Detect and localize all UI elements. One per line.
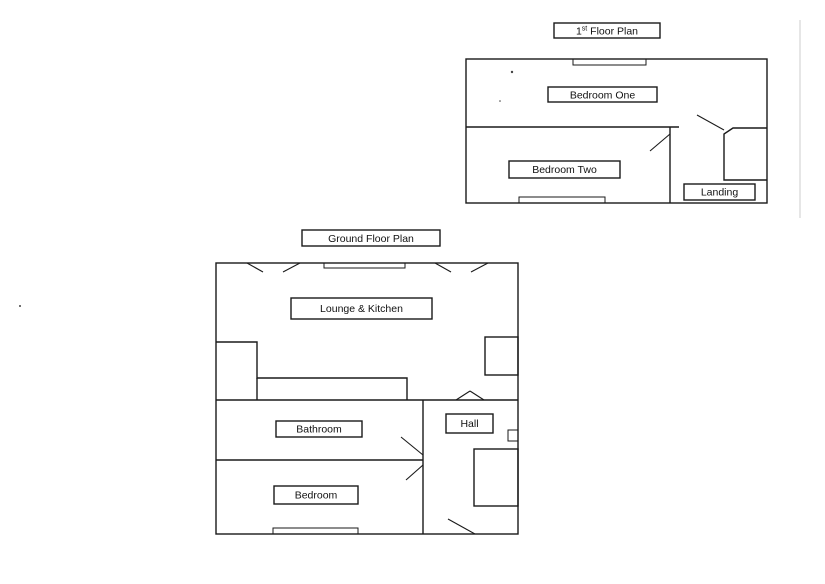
- landing-label-box: [683, 183, 756, 201]
- lounge-kitchen-label-box: [290, 297, 433, 320]
- bathroom-label-box: [275, 420, 363, 438]
- speck: [19, 305, 21, 307]
- bedroom-one-label-box: [547, 86, 658, 103]
- first-floor-title-box: [553, 22, 661, 39]
- hall-label: Hall: [460, 418, 478, 430]
- front-door-swing-right: [282, 262, 301, 273]
- lounge-kitchen-label: Lounge & Kitchen: [320, 303, 403, 315]
- first-floor-plan: 1st Floor Plan Bedroom One Bedroom Two L…: [465, 22, 768, 204]
- rear-door-swing-left: [434, 262, 452, 273]
- bathroom-label: Bathroom: [296, 424, 342, 436]
- bedroom-window: [272, 527, 359, 535]
- hall-door-swing-left: [455, 390, 471, 401]
- bedroom-label: Bedroom: [295, 490, 338, 502]
- bedroom-two-label-box: [508, 160, 621, 179]
- speck: [499, 100, 501, 102]
- landing-label: Landing: [701, 187, 739, 199]
- bedroom-one-window: [572, 58, 647, 66]
- hall-label-box: [445, 413, 494, 434]
- bedroom-door: [405, 464, 424, 481]
- front-door-swing-left: [246, 262, 264, 273]
- hall-door-swing-right: [469, 390, 485, 401]
- bathroom-door: [400, 436, 424, 456]
- speck: [510, 70, 514, 74]
- bedroom-two-door: [649, 133, 671, 152]
- hall-meter-cupboard: [507, 429, 519, 442]
- stairwell: [723, 127, 767, 181]
- bedroom-one-label: Bedroom One: [570, 90, 636, 102]
- hall-entrance-door: [447, 518, 476, 535]
- ground-floor-title: Ground Floor Plan: [328, 233, 414, 245]
- rear-door-swing-right: [470, 262, 489, 273]
- kitchen-counter: [216, 341, 408, 400]
- bedroom-two-label: Bedroom Two: [532, 164, 597, 176]
- ground-floor-title-box: [301, 229, 441, 247]
- ground-floor-plan: Ground Floor Plan Lounge & Kitchen: [215, 229, 519, 535]
- kitchen-unit: [484, 336, 519, 376]
- hall-stairs: [473, 448, 519, 507]
- first-floor-title: 1st Floor Plan: [576, 26, 638, 38]
- lounge-window: [323, 262, 406, 269]
- first-floor-outline: [465, 58, 768, 204]
- bedroom-two-window: [518, 196, 606, 204]
- bedroom-label-box: [273, 485, 359, 505]
- bedroom-one-door: [696, 114, 725, 131]
